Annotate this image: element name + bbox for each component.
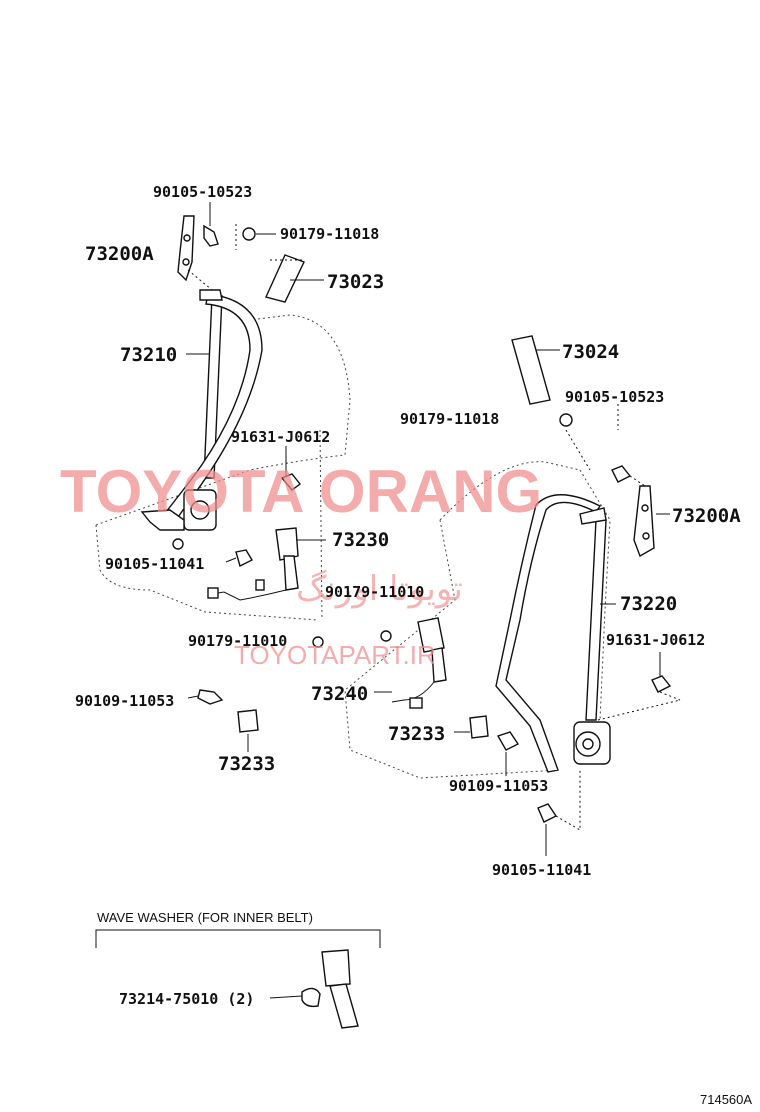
left-anchor-73200A [177,215,195,282]
right-nut-90179-11010 [380,630,392,642]
left-nut-90179-11010 [312,636,324,648]
label-left-bolt-lower: 90105-11041 [105,555,204,573]
label-right-buckle: 73240 [311,683,368,705]
right-clip-bolt-90109-11053 [496,731,520,776]
right-bolt-90105-10523 [611,404,632,483]
left-seat-outline [95,314,351,621]
label-right-clip-bolt: 90109-11053 [449,777,548,795]
wave-washer-shape [301,987,321,1008]
label-left-bolt-mid: 91631-J0612 [231,428,330,446]
label-right-bolt-mid: 91631-J0612 [606,631,705,649]
inset-title: WAVE WASHER (FOR INNER BELT) [97,910,313,925]
label-right-nut-top: 90179-11018 [400,410,499,428]
right-belt-73220 [495,494,616,773]
left-clip-73233 [237,709,259,752]
inset-part-label: 73214-75010 (2) [119,990,254,1008]
label-right-bolt-lower: 90105-11041 [492,861,591,879]
right-bolt-90105-11041 [537,803,558,856]
inset-wave-washer: WAVE WASHER (FOR INNER BELT) 73214-75010… [95,910,381,1029]
right-buckle-73240 [374,617,447,709]
right-bolt-91631-J0612 [651,652,672,693]
left-bolt-90105-10523 [203,202,219,247]
label-right-anchor: 73200A [672,505,741,527]
label-left-clip: 73233 [218,753,275,775]
label-left-clip-bolt: 90109-11053 [75,692,174,710]
right-retractor [573,721,611,765]
left-guide-lines [187,224,305,291]
label-right-bolt-top: 90105-10523 [565,388,664,406]
label-left-anchor: 73200A [85,243,154,265]
left-retractor [140,489,217,550]
figure-id: 714560A [700,1092,752,1107]
label-right-belt: 73220 [620,593,677,615]
watermark-persian: تویوتا اورنگ [296,569,463,609]
label-left-nut-top: 90179-11018 [280,225,379,243]
label-right-clip: 73233 [388,723,445,745]
right-guide-lines [555,429,681,831]
label-left-belt: 73210 [120,344,177,366]
watermark-site: TOYOTAPART.IR [234,640,436,670]
right-cover-73024 [511,335,560,405]
right-nut-90179-11018 [559,413,573,427]
label-left-buckle: 73230 [332,529,389,551]
left-bolt-90105-11041 [225,549,253,568]
watermark-main: TOYOTA ORANG [60,458,542,525]
label-left-bolt-top: 90105-10523 [153,183,252,201]
inset-buckle [321,949,351,987]
label-left-cover: 73023 [327,271,384,293]
left-nut-90179-11018 [242,227,276,241]
left-cover-73023 [265,254,324,303]
right-anchor-73200A [633,485,670,558]
left-belt-73210 [165,289,263,522]
right-seat-outline [344,461,611,779]
label-left-nut-lower: 90179-11010 [188,632,287,650]
label-right-cover: 73024 [562,341,619,363]
left-clip-bolt-90109-11053 [187,689,224,705]
left-buckle-73230 [207,527,326,601]
label-right-nut-lower: 90179-11010 [325,583,424,601]
right-clip-73233 [454,715,489,739]
left-bolt-91631-J0612 [280,446,301,491]
